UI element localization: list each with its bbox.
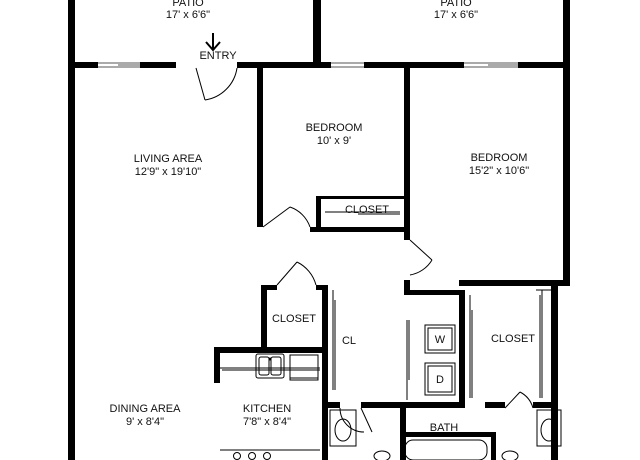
closet-bedroom1-label: CLOSET (345, 204, 389, 216)
patio-left-dims: 17' x 6'6" (166, 9, 210, 21)
kitchen-counter (220, 353, 320, 460)
washer-label: W (435, 334, 446, 346)
dryer-icon (424, 362, 456, 396)
stove-icon (220, 449, 320, 460)
linen-closet-label: CL (342, 335, 356, 347)
living-area-dims: 12'9" x 19'10" (135, 166, 202, 178)
washer-icon (424, 324, 456, 354)
entry-label: ENTRY (199, 50, 237, 62)
dryer-label: D (436, 374, 444, 386)
bedroom1-name: BEDROOM (306, 122, 363, 134)
sink-icon (255, 353, 285, 379)
dining-area-dims: 9' x 8'4" (126, 416, 164, 428)
kitchen-name: KITCHEN (243, 403, 291, 415)
living-area-name: LIVING AREA (134, 153, 203, 165)
bath-fixtures (329, 409, 562, 460)
patio-left-name: PATIO (172, 0, 204, 9)
bedroom2-name: BEDROOM (471, 152, 528, 164)
doors (195, 67, 534, 433)
down-arrow-icon (205, 33, 221, 52)
patio-right-name: PATIO (440, 0, 472, 9)
closet-bedroom2-label: CLOSET (491, 333, 535, 345)
bedroom2-dims: 15'2" x 10'6" (469, 165, 529, 177)
closet-hall-label: CLOSET (272, 313, 316, 325)
kitchen-dims: 7'8" x 8'4" (243, 416, 291, 428)
bedroom1-dims: 10' x 9' (317, 135, 351, 147)
patio-right-dims: 17' x 6'6" (434, 9, 478, 21)
windows (98, 62, 518, 68)
dining-area-name: DINING AREA (110, 403, 182, 415)
bath-label: BATH (430, 422, 459, 434)
room-labels: PATIO 17' x 6'6" PATIO 17' x 6'6" ENTRY … (110, 0, 536, 434)
walls (68, 0, 570, 460)
closet-doors (325, 211, 551, 400)
dishwasher (289, 354, 319, 381)
